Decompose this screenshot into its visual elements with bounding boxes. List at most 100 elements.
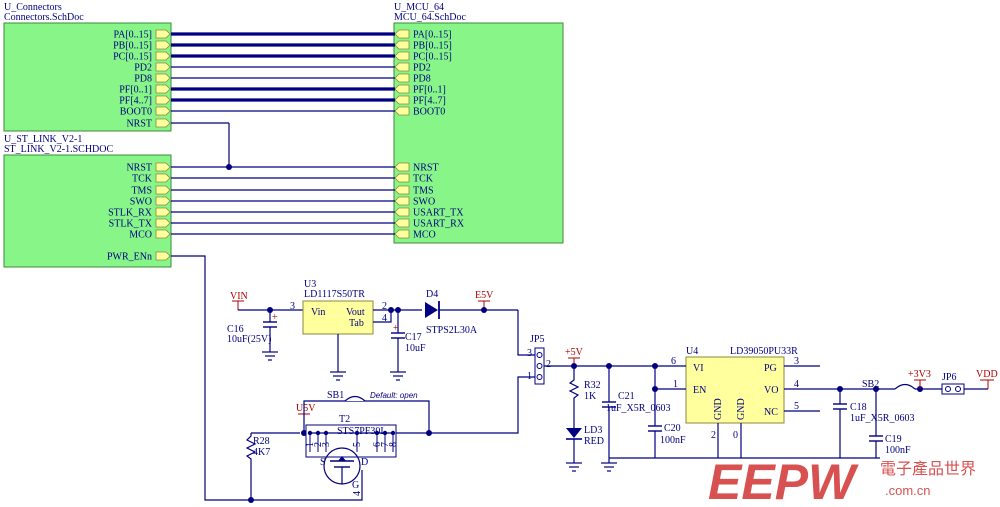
- mcu-1-port-icon[interactable]: [394, 40, 410, 50]
- u4-pin-pg: PG: [764, 363, 777, 374]
- stlink-0-port-icon[interactable]: [155, 162, 171, 172]
- c16-ref: C16: [227, 324, 244, 335]
- mcu-designator: U_MCU_64: [394, 2, 444, 13]
- t2-part: STS7PF30L: [337, 426, 386, 437]
- mcu-2-port-icon[interactable]: [394, 51, 410, 61]
- connectors-4-port-label: PD8: [134, 74, 152, 85]
- connectors-5-port-icon[interactable]: [155, 84, 171, 94]
- connectors-8-port-label: NRST: [126, 119, 152, 130]
- connectors-7-port-icon[interactable]: [155, 106, 171, 116]
- mcu-0-port-icon[interactable]: [394, 29, 410, 39]
- mcu-5-port-label: PF[0..1]: [413, 85, 446, 96]
- c17-ground-icon: [390, 371, 406, 381]
- stlink-3-port-label: SWO: [130, 197, 152, 208]
- stlink-6-port-icon[interactable]: [155, 229, 171, 239]
- c21-ground-icon: [601, 462, 617, 472]
- u4-ref: U4: [686, 346, 698, 357]
- u3-regulator[interactable]: [302, 300, 374, 335]
- c16-ground-icon: [262, 351, 278, 361]
- t2-pin4-num: 4: [352, 491, 363, 496]
- mcu-4-port-icon[interactable]: [394, 73, 410, 83]
- u4-pin1-num: 1: [673, 379, 678, 390]
- mcu-8-port-label: NRST: [413, 163, 439, 174]
- u3-pin-vout: Vout: [346, 307, 365, 318]
- mcu-8-port-icon[interactable]: [394, 162, 410, 172]
- connectors-4-port-icon[interactable]: [155, 73, 171, 83]
- c17-ref: C17: [405, 332, 422, 343]
- watermark-brand: EEPW: [708, 454, 859, 507]
- wire-sb1: [303, 400, 430, 433]
- mcu-9-port-icon[interactable]: [394, 173, 410, 183]
- stlink-sheet[interactable]: [3, 154, 172, 268]
- mcu-13-port-label: USART_RX: [413, 219, 465, 230]
- u5v-net-label: U5V: [296, 403, 316, 414]
- mcu-7-port-icon[interactable]: [394, 106, 410, 116]
- u4-pin5-num: 5: [794, 401, 799, 412]
- mcu-14-port-icon[interactable]: [394, 229, 410, 239]
- stlink-5-port-icon[interactable]: [155, 218, 171, 228]
- ld3-value: RED: [584, 436, 604, 447]
- sb1-bridge-icon[interactable]: [344, 395, 366, 402]
- mcu-4-port-label: PD8: [413, 74, 431, 85]
- connectors-8-port-icon[interactable]: [155, 118, 171, 128]
- jp5-pin3-icon: [536, 352, 543, 358]
- r28-value: 4K7: [253, 447, 270, 458]
- ld3-led-icon[interactable]: [566, 428, 582, 440]
- u3-ground-icon: [330, 371, 346, 381]
- u4-regulator[interactable]: [685, 356, 785, 424]
- connectors-6-port-icon[interactable]: [155, 95, 171, 105]
- jp6-pin2-icon: [955, 386, 961, 392]
- u3-pin4-num: 4: [382, 313, 387, 324]
- mcu-11-port-icon[interactable]: [394, 196, 410, 206]
- mcu-7-port-label: BOOT0: [413, 107, 445, 118]
- jp5-pin2-num: 2: [546, 359, 551, 370]
- stlink-7-port-icon[interactable]: [155, 251, 171, 261]
- stlink-1-port-icon[interactable]: [155, 173, 171, 183]
- t2-package[interactable]: [305, 424, 397, 458]
- connectors-1-port-icon[interactable]: [155, 40, 171, 50]
- jp5-ref: JP5: [530, 334, 544, 345]
- sb2-bridge-icon[interactable]: [894, 383, 916, 390]
- mcu-sheet[interactable]: [393, 22, 564, 244]
- t2-pin-num: 3: [321, 442, 332, 447]
- stlink-4-port-icon[interactable]: [155, 207, 171, 217]
- d4-part: STPS2L30A: [426, 325, 478, 336]
- stlink-5-port-label: STLK_TX: [109, 219, 153, 230]
- c20-value: 100nF: [660, 435, 686, 446]
- wire-jp5-pin1: [429, 376, 535, 434]
- ld3-ref: LD3: [584, 425, 602, 436]
- jp5-jumper[interactable]: [534, 347, 545, 385]
- connectors-2-port-icon[interactable]: [155, 51, 171, 61]
- u4-pin6-num: 6: [671, 356, 676, 367]
- mcu-3-port-icon[interactable]: [394, 62, 410, 72]
- mcu-6-port-icon[interactable]: [394, 95, 410, 105]
- mcu-13-port-icon[interactable]: [394, 218, 410, 228]
- connectors-3-port-icon[interactable]: [155, 62, 171, 72]
- t2-pin-num: 2: [313, 442, 324, 447]
- mcu-5-port-icon[interactable]: [394, 84, 410, 94]
- p3v3-net-label: +3V3: [908, 369, 931, 380]
- stlink-4-port-label: STLK_RX: [108, 208, 153, 219]
- r32-resistor-icon[interactable]: [568, 366, 580, 428]
- t2-d: D: [361, 457, 368, 468]
- mcu-10-port-icon[interactable]: [394, 185, 410, 195]
- d4-ref: D4: [426, 289, 438, 300]
- stlink-3-port-icon[interactable]: [155, 196, 171, 206]
- connectors-0-port-icon[interactable]: [155, 29, 171, 39]
- u4-pin-gnd2: GND: [736, 398, 747, 420]
- connectors-sheet[interactable]: [3, 22, 172, 132]
- stlink-2-port-icon[interactable]: [155, 185, 171, 195]
- c20-ref: C20: [664, 423, 681, 434]
- e5v-junction: [481, 307, 487, 313]
- u3-pin3-num: 3: [290, 301, 295, 312]
- u3-pin-vin: Vin: [311, 307, 325, 318]
- stlink-file: ST_LINK_V2-1.SCHDOC: [4, 144, 114, 155]
- d4-diode-icon[interactable]: [425, 301, 440, 319]
- mcu-12-port-icon[interactable]: [394, 207, 410, 217]
- mcu-9-port-label: TCK: [413, 174, 434, 185]
- u3-pin-tab: Tab: [349, 318, 364, 329]
- r28-resistor-icon[interactable]: [245, 433, 257, 500]
- mcu-10-port-label: TMS: [413, 186, 434, 197]
- t2-ref: T2: [339, 414, 350, 425]
